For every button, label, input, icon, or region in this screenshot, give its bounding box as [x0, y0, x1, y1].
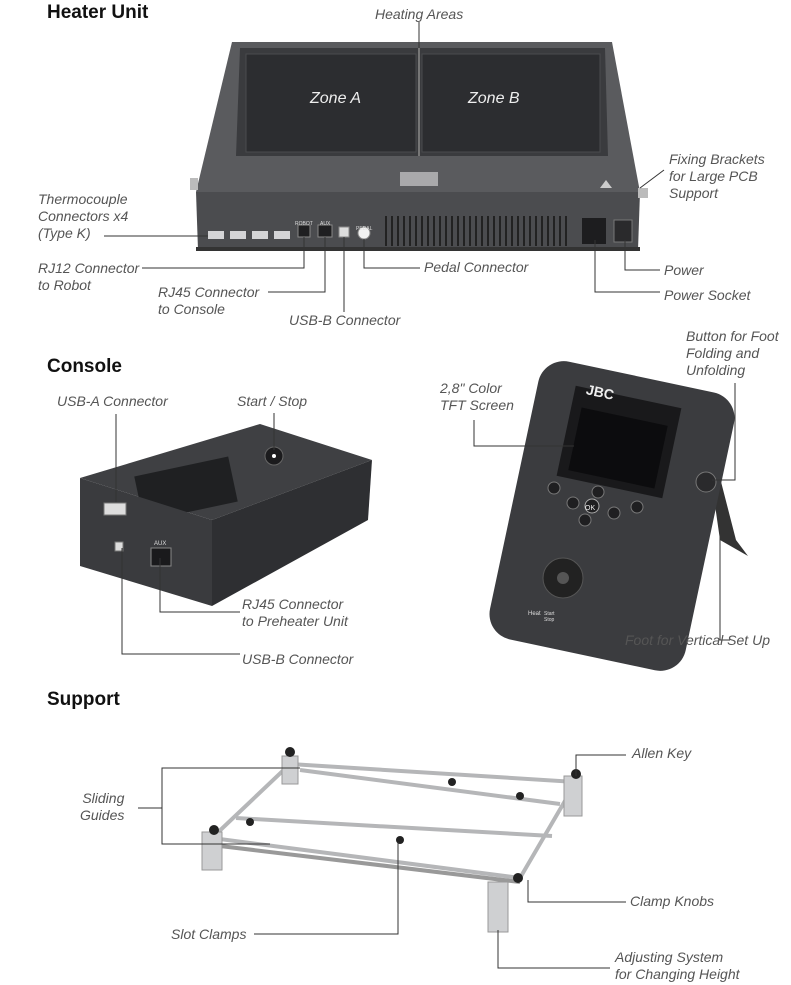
start-stop-callout: Start / Stop [237, 393, 308, 409]
zone-b-label: Zone B [468, 90, 520, 107]
aux-port-label: AUX [320, 221, 331, 227]
heat-label: Heat [528, 611, 541, 617]
pedal-connector-callout: Pedal Connector [424, 259, 529, 275]
support-frame-illustration [201, 747, 583, 933]
power-switch [613, 219, 633, 243]
rj45-preheater-callout: RJ45 Connector to Preheater Unit [242, 596, 348, 629]
clamp-knob [513, 873, 523, 883]
zone-b-area [421, 53, 601, 153]
foot-button-callout: Button for Foot Folding and Unfolding [686, 328, 779, 378]
fixing-bracket-left [190, 178, 198, 190]
allen-key-callout: Allen Key [632, 745, 692, 761]
console-rj45-port [150, 547, 172, 567]
usb-a-callout: USB-A Connector [57, 393, 168, 409]
foot-release-button [695, 471, 717, 493]
clamp-knob [209, 825, 219, 835]
console-usb-b-callout: USB-B Connector [242, 651, 354, 667]
heater-unit-illustration [190, 42, 648, 251]
robot-port-label: ROBOT [295, 221, 313, 227]
heater-unit-heading: Heater Unit [47, 2, 149, 23]
console-heading: Console [47, 356, 122, 377]
pedal-port-label: PEDAL [356, 226, 373, 232]
sliding-guides-callout: Sliding Guides [80, 790, 125, 823]
power-callout: Power [664, 262, 704, 278]
clamp-knob [285, 747, 295, 757]
support-leg [201, 831, 223, 871]
console-foot [700, 400, 748, 556]
slot-clamps-callout: Slot Clamps [171, 926, 247, 942]
console-rear-illustration [80, 424, 372, 606]
rj12-callout: RJ12 Connector to Robot [38, 260, 140, 293]
power-socket [582, 218, 606, 244]
menu-icon [547, 481, 561, 495]
support-heading: Support [47, 689, 120, 710]
usb-a-port [103, 502, 127, 516]
slot-clamp [396, 836, 404, 844]
heating-areas-callout: Heating Areas [375, 6, 464, 22]
zone-a-area [245, 53, 417, 153]
center-badge [400, 172, 438, 186]
aux-label: AUX [154, 541, 167, 547]
slot-clamp [516, 792, 524, 800]
tft-screen-callout: 2,8" Color TFT Screen [440, 380, 514, 413]
thermocouple-connectors [208, 231, 290, 239]
support-leg [563, 775, 583, 817]
ok-label: OK [585, 505, 596, 512]
foot-vertical-callout: Foot for Vertical Set Up [625, 632, 770, 648]
support-leg [487, 881, 509, 933]
start-stop-panel-label: Start Stop [544, 611, 555, 623]
zone-a-label: Zone A [310, 90, 361, 107]
rj45-console-callout: RJ45 Connector to Console [158, 284, 260, 317]
console-usb-b-port [114, 541, 124, 552]
slot-clamp [448, 778, 456, 786]
power-socket-callout: Power Socket [664, 287, 751, 303]
support-leg [281, 755, 299, 785]
info-icon [630, 500, 644, 514]
vent-grille [385, 216, 567, 246]
fixing-bracket-right [638, 188, 648, 198]
thermocouple-callout: Thermocouple Connectors x4 (Type K) [38, 191, 129, 241]
usb-b-port [338, 226, 350, 238]
warning-triangle-icon [600, 180, 612, 188]
fixing-brackets-callout: Fixing Brackets for Large PCB Support [669, 151, 765, 201]
clamp-knobs-callout: Clamp Knobs [630, 893, 715, 909]
ok-button [584, 498, 600, 514]
slot-clamp [246, 818, 254, 826]
adjusting-system-callout: Adjusting System for Changing Height [615, 949, 740, 982]
usb-b-callout: USB-B Connector [289, 312, 401, 328]
leader-lines [104, 22, 736, 969]
console-front-illustration [489, 361, 748, 671]
